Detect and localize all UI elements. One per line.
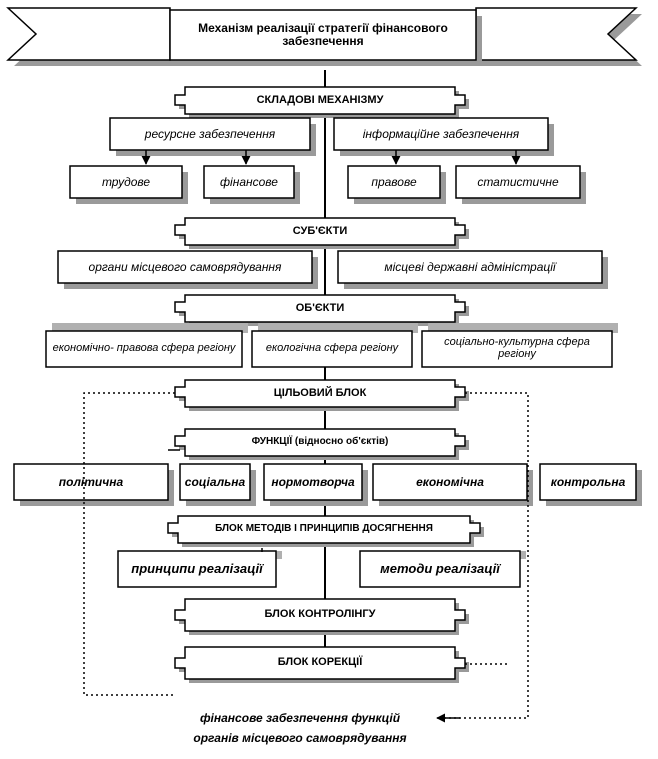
local-government-box [57, 250, 313, 284]
social-function-box [179, 463, 251, 501]
components-header-box [174, 86, 469, 118]
labor-box [69, 165, 183, 199]
economic-function-box [372, 463, 528, 501]
information-support-box [333, 117, 549, 151]
target-block-box [174, 379, 469, 411]
ecological-box [251, 330, 413, 368]
economic-legal-box [45, 330, 243, 368]
statistical-box [455, 165, 581, 199]
legal-box [347, 165, 441, 199]
objects-header-box [174, 294, 469, 326]
state-administrations-box [337, 250, 603, 284]
methods-header-box [167, 515, 484, 547]
sociocultural-box [421, 330, 613, 368]
correction-block-box [174, 646, 469, 683]
title-ribbon [6, 7, 642, 66]
subjects-header-box [174, 217, 469, 249]
principles-box [117, 550, 277, 588]
political-function-box [13, 463, 169, 501]
functions-header-box [174, 428, 469, 460]
resource-support-box [109, 117, 311, 151]
financial-box [203, 165, 295, 199]
methods-box [359, 550, 521, 588]
feedback-loop [83, 392, 529, 719]
controlling-block-box [174, 598, 469, 635]
normative-function-box [263, 463, 363, 501]
control-function-box [539, 463, 637, 501]
